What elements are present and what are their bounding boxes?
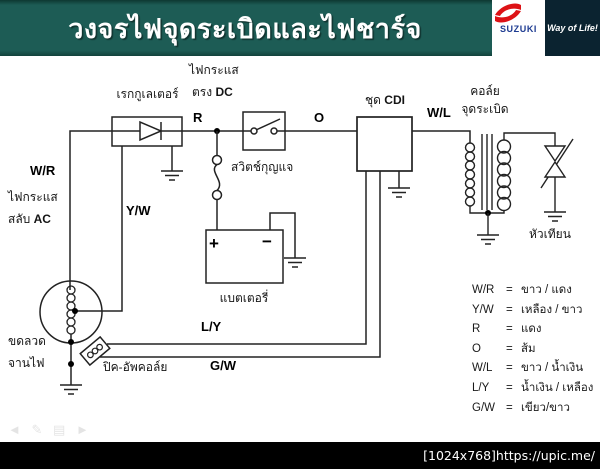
battery-symbol [205, 212, 307, 284]
legend-row: R = แดง [472, 320, 597, 340]
key-switch-symbol [242, 111, 286, 151]
back-icon[interactable]: ◄ [8, 422, 21, 437]
regulator-symbol [111, 116, 184, 181]
label-dc-code: DC [215, 85, 233, 99]
ground-icon [387, 187, 411, 198]
wire-label-wl: W/L [427, 105, 451, 120]
legend-code: W/L [472, 362, 493, 375]
magneto-coil-symbol [59, 285, 83, 395]
footer-bar: [1024x768]https://upic.me/ [0, 442, 600, 469]
legend-name: เหลือง / ขาว [521, 303, 583, 316]
label-coil-line1: คอล์ย [470, 84, 500, 98]
battery-plus-terminal: + [209, 234, 219, 253]
wire-label-yw: Y/W [126, 203, 151, 218]
ground-icon [160, 170, 184, 181]
junction-dot [72, 308, 78, 314]
page-title: วงจรไฟจุดระเบิดและไฟชาร์จ [68, 14, 422, 44]
suzuki-logo: SUZUKI [492, 0, 545, 56]
label-ac-word: สลับ [8, 212, 31, 226]
circuit-svg [39, 111, 574, 395]
legend-row: W/R = ขาว / แดง [472, 281, 597, 301]
label-dc-line1: ไฟกระแส [189, 63, 239, 77]
slideshow-controls: ◄ ✎ ▤ ► [8, 422, 96, 438]
ground-icon [476, 234, 500, 245]
wire-gw [100, 171, 381, 358]
legend-name: ขาว / แดง [521, 284, 572, 296]
ground-icon [283, 257, 307, 268]
tagline-box: Way of Life! [545, 0, 600, 56]
legend-row: W/L = ขาว / น้ำเงิน [472, 359, 597, 379]
pickup-coil-symbol [79, 335, 111, 367]
legend-name: แดง [521, 323, 542, 336]
label-ac-line2: สลับ AC [8, 212, 51, 227]
pen-icon[interactable]: ✎ [31, 422, 43, 437]
label-pickup-coil: ปิค-อัพคอล์ย [103, 360, 168, 374]
label-ac-line1: ไฟกระแส [8, 190, 58, 204]
label-coil-line2: จุดระเบิด [461, 102, 509, 116]
label-cdi-word: ชุด [365, 93, 381, 107]
legend-name: ส้ม [521, 342, 536, 355]
label-magneto-line2: จานไฟ [8, 356, 45, 370]
junction-dot [68, 361, 74, 367]
wire-color-legend: W/R = ขาว / แดง Y/W = เหลือง / ขาว R = แดง O = ส… [472, 281, 597, 418]
label-dc-line2: ตรง DC [192, 85, 233, 100]
menu-icon[interactable]: ▤ [53, 422, 66, 437]
label-battery: แบตเตอรี่ [219, 291, 269, 305]
junction-dot [68, 339, 74, 345]
legend-name: น้ำเงิน / เหลือง [521, 381, 594, 394]
ground-icon [59, 384, 83, 395]
legend-eq: = [506, 284, 513, 296]
wire-label-gw: G/W [210, 358, 236, 373]
wire-wl [412, 130, 471, 143]
wire-ly [107, 171, 367, 345]
legend-row: Y/W = เหลือง / ขาว [472, 301, 597, 321]
spark-plug-symbol [540, 138, 574, 222]
legend-eq: = [506, 362, 513, 375]
wire-label-o: O [314, 110, 325, 125]
diode-icon [139, 120, 163, 142]
slide-header: วงจรไฟจุดระเบิดและไฟชาร์จ SUZUKI Way of … [0, 0, 600, 56]
legend-eq: = [506, 342, 513, 355]
ground-icon [543, 211, 567, 222]
circuit-diagram [0, 56, 600, 442]
label-regulator: เรกกูเลเตอร์ [116, 87, 179, 101]
footer-caption: [1024x768]https://upic.me/ [423, 448, 595, 463]
legend-code: R [472, 323, 481, 336]
suzuki-s-icon [495, 3, 521, 23]
wire-wr [69, 130, 112, 290]
legend-row: O = ส้ม [472, 340, 597, 360]
legend-code: Y/W [472, 303, 494, 316]
wire-label-wr: W/R [30, 163, 56, 178]
wire-label-ly: L/Y [201, 319, 222, 334]
suzuki-wordmark: SUZUKI [499, 23, 538, 34]
legend-code: L/Y [472, 381, 490, 394]
wire-label-r: R [193, 110, 203, 125]
label-spark-plug: หัวเทียน [529, 227, 571, 241]
battery-minus-terminal: − [262, 232, 272, 251]
label-cdi-code: CDI [384, 93, 405, 107]
label-ac-code: AC [33, 212, 51, 226]
legend-code: W/R [472, 284, 495, 296]
legend-eq: = [506, 323, 513, 336]
legend-code: G/W [472, 401, 495, 414]
fuse-symbol [211, 128, 223, 230]
legend-code: O [472, 342, 481, 355]
wire-yw [75, 146, 123, 312]
next-icon[interactable]: ► [75, 422, 89, 437]
label-magneto-line1: ขดลวด [8, 334, 46, 348]
legend-name: เขียว/ขาว [521, 401, 570, 414]
legend-name: ขาว / น้ำเงิน [521, 362, 584, 375]
legend-row: G/W = เขียว/ขาว [472, 399, 597, 419]
ignition-coil-symbol [464, 132, 556, 245]
label-dc-word: ตรง [192, 85, 213, 99]
legend-eq: = [506, 303, 513, 316]
label-key-switch: สวิตช์กุญแจ [231, 160, 294, 174]
cdi-unit-symbol [356, 116, 413, 198]
legend-eq: = [506, 401, 513, 414]
label-cdi-unit: ชุด CDI [357, 93, 413, 108]
legend-row: L/Y = น้ำเงิน / เหลือง [472, 379, 597, 399]
tagline-text: Way of Life! [547, 23, 598, 33]
legend-eq: = [506, 381, 513, 394]
